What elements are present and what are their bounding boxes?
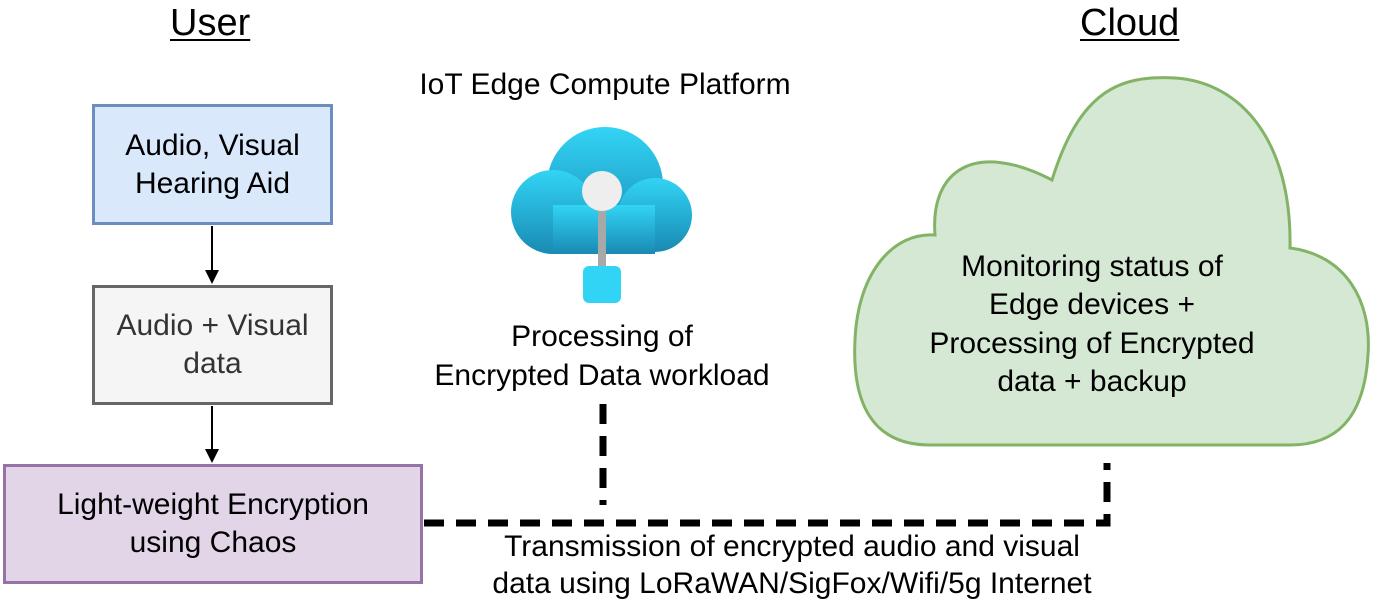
cloud-text-line2: Edge devices + (989, 288, 1195, 321)
iot-edge-cloud-icon (511, 127, 692, 303)
encryption-label: Light-weight Encryption using Chaos (57, 488, 369, 559)
av-data-node: Audio + Visual data (92, 285, 333, 405)
hearing-aid-node: Audio, Visual Hearing Aid (92, 104, 333, 225)
transmission-line2: data using LoRaWAN/SigFox/Wifi/5g Intern… (492, 567, 1092, 600)
cloud-heading: Cloud (1080, 2, 1180, 44)
av-data-label: Audio + Visual data (116, 309, 309, 380)
hearing-aid-label: Audio, Visual Hearing Aid (125, 128, 300, 200)
cloud-text-line4: data + backup (997, 365, 1187, 398)
arrow-hearing-to-data (205, 226, 219, 284)
edge-caption-line1: Processing of (511, 320, 693, 353)
arrow-data-to-encryption (205, 406, 219, 463)
cloud-text-line3: Processing of Encrypted (929, 327, 1255, 360)
encryption-node: Light-weight Encryption using Chaos (3, 464, 423, 584)
transmission-link (424, 463, 1111, 527)
cloud-shape (853, 76, 1370, 447)
edge-caption-line2: Encrypted Data workload (434, 359, 770, 392)
dashed-link (424, 404, 1111, 527)
user-heading: User (170, 2, 251, 44)
cloud-text-line1: Monitoring status of (961, 250, 1223, 283)
transmission-line1: Transmission of encrypted audio and visu… (504, 530, 1080, 563)
edge-platform-title: IoT Edge Compute Platform (419, 68, 791, 101)
